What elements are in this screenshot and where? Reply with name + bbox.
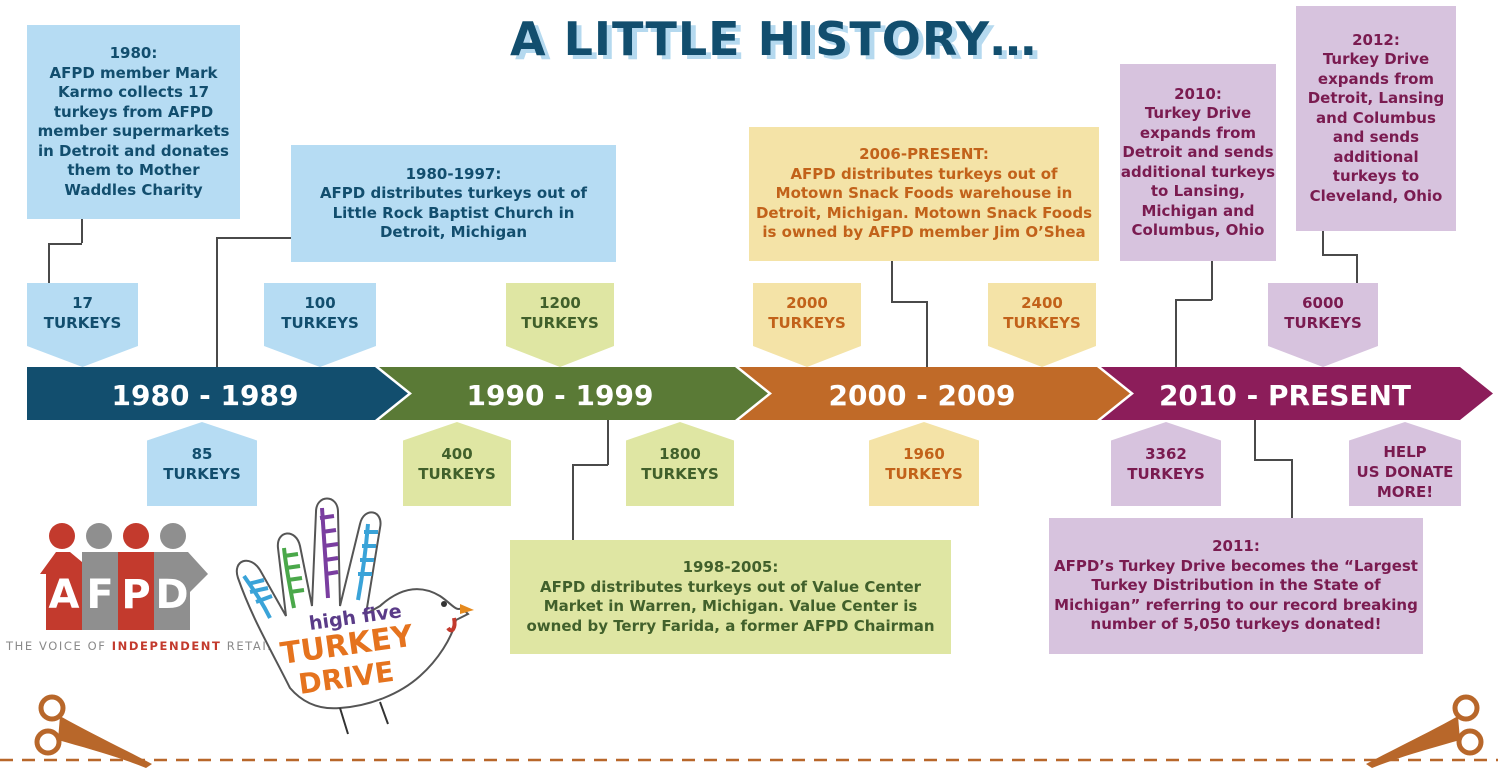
connector-2006 <box>891 301 927 303</box>
era-label-2010s: 2010 - PRESENT <box>1158 379 1412 412</box>
count-400: 400 TURKEYS <box>403 422 511 506</box>
event-1980-text: 1980: AFPD member Mark Karmo collects 17… <box>37 44 230 199</box>
event-2010: 2010: Turkey Drive expands from Detroit … <box>1120 64 1276 261</box>
event-1980-1997-text: 1980-1997: AFPD distributes turkeys out … <box>319 164 588 242</box>
connector-2012 <box>1322 254 1357 256</box>
tagline-bold: INDEPENDENT <box>111 639 222 653</box>
turkey-hand-logo: high five TURKEY DRIVE <box>235 497 474 735</box>
connector-1980-1997 <box>216 237 292 239</box>
page-title: A LITTLE HISTORY… <box>510 12 1038 66</box>
event-2012: 2012: Turkey Drive expands from Detroit,… <box>1296 6 1456 231</box>
event-2010-text: 2010: Turkey Drive expands from Detroit … <box>1120 84 1276 240</box>
count-85: 85 TURKEYS <box>147 422 257 506</box>
count-1960: 1960 TURKEYS <box>869 422 979 506</box>
era-segment-1990s <box>379 367 768 420</box>
era-segment-2000s <box>739 367 1130 420</box>
connector-2010 <box>1211 260 1213 300</box>
scissors-icon <box>34 694 152 768</box>
event-1980: 1980: AFPD member Mark Karmo collects 17… <box>27 25 240 219</box>
scissors-icon <box>1366 694 1484 768</box>
event-2006-present: 2006-PRESENT: AFPD distributes turkeys o… <box>749 127 1099 261</box>
connector-1980 <box>48 243 82 245</box>
afpd-logo: A F P D <box>40 523 208 630</box>
count-2400: 2400 TURKEYS <box>988 283 1096 367</box>
era-segment-1980s <box>27 367 408 420</box>
connector-1980 <box>48 243 50 283</box>
connector-1980 <box>81 218 83 243</box>
tagline-pre: THE VOICE OF <box>6 639 112 653</box>
era-label-1990s: 1990 - 1999 <box>466 379 654 412</box>
connector-2011 <box>1254 459 1292 461</box>
dashed-cut-line <box>0 758 1498 762</box>
connector-2010 <box>1175 299 1212 301</box>
connector-1998-2005 <box>607 420 609 465</box>
connector-2006 <box>891 260 893 302</box>
era-segment-2010s <box>1101 367 1493 420</box>
event-2012-text: 2012: Turkey Drive expands from Detroit,… <box>1307 30 1445 205</box>
logo-letter: F <box>86 572 113 618</box>
connector-2011 <box>1291 459 1293 519</box>
event-2006-text: 2006-PRESENT: AFPD distributes turkeys o… <box>755 145 1093 242</box>
event-1998-2005: 1998-2005: AFPD distributes turkeys out … <box>510 540 951 654</box>
logo-letter: P <box>121 572 150 618</box>
event-2011-text: 2011: AFPD’s Turkey Drive becomes the “L… <box>1054 537 1418 634</box>
count-2000: 2000 TURKEYS <box>753 283 861 367</box>
connector-1980-1997 <box>216 237 218 370</box>
connector-1998-2005 <box>572 464 608 466</box>
connector-1998-2005 <box>572 464 574 541</box>
logo-letter: D <box>155 572 188 618</box>
count-17: 17 TURKEYS <box>27 283 138 367</box>
event-1998-2005-text: 1998-2005: AFPD distributes turkeys out … <box>526 558 935 635</box>
connector-2012 <box>1356 254 1358 284</box>
count-3362: 3362 TURKEYS <box>1111 422 1221 506</box>
connector-2006 <box>926 301 928 370</box>
era-label-2000s: 2000 - 2009 <box>828 379 1016 412</box>
count-100: 100 TURKEYS <box>264 283 376 367</box>
timeline-arrows <box>27 367 1493 420</box>
help-donate-badge: HELP US DONATE MORE! <box>1349 422 1461 506</box>
era-label-1980s: 1980 - 1989 <box>111 379 299 412</box>
count-1200: 1200 TURKEYS <box>506 283 614 367</box>
count-1800: 1800 TURKEYS <box>626 422 734 506</box>
count-6000: 6000 TURKEYS <box>1268 283 1378 367</box>
connector-2011 <box>1254 420 1256 460</box>
event-2011: 2011: AFPD’s Turkey Drive becomes the “L… <box>1049 518 1423 654</box>
connector-2010 <box>1175 299 1177 370</box>
event-1980-1997: 1980-1997: AFPD distributes turkeys out … <box>291 145 616 262</box>
logo-letter: A <box>49 572 80 618</box>
connector-2012 <box>1322 230 1324 255</box>
